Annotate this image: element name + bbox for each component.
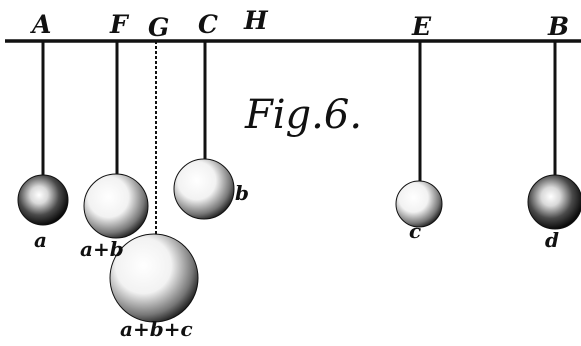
- figure-title: Fig.6.: [244, 92, 362, 138]
- ball-a-plus-b-plus-c: [109, 233, 199, 323]
- label-weight-a-plus-b-plus-c: a+b+c: [120, 317, 193, 341]
- ball-d: [527, 174, 581, 230]
- label-weight-d: d: [545, 228, 559, 252]
- label-weight-b: b: [235, 181, 249, 205]
- label-weight-c: c: [409, 219, 421, 243]
- label-point-c: C: [198, 10, 218, 39]
- ball-c: [395, 180, 443, 228]
- label-point-g: G: [148, 13, 169, 42]
- label-point-b: B: [547, 12, 569, 41]
- label-point-e: E: [411, 12, 432, 41]
- ball-a-plus-b: [83, 173, 149, 239]
- label-point-a: A: [30, 10, 51, 39]
- label-point-f: F: [109, 10, 130, 39]
- ball-b: [173, 158, 235, 220]
- ball-a: [17, 174, 69, 226]
- label-point-h: H: [243, 6, 269, 35]
- label-weight-a: a: [34, 228, 47, 252]
- label-weight-a-plus-b: a+b: [80, 237, 124, 261]
